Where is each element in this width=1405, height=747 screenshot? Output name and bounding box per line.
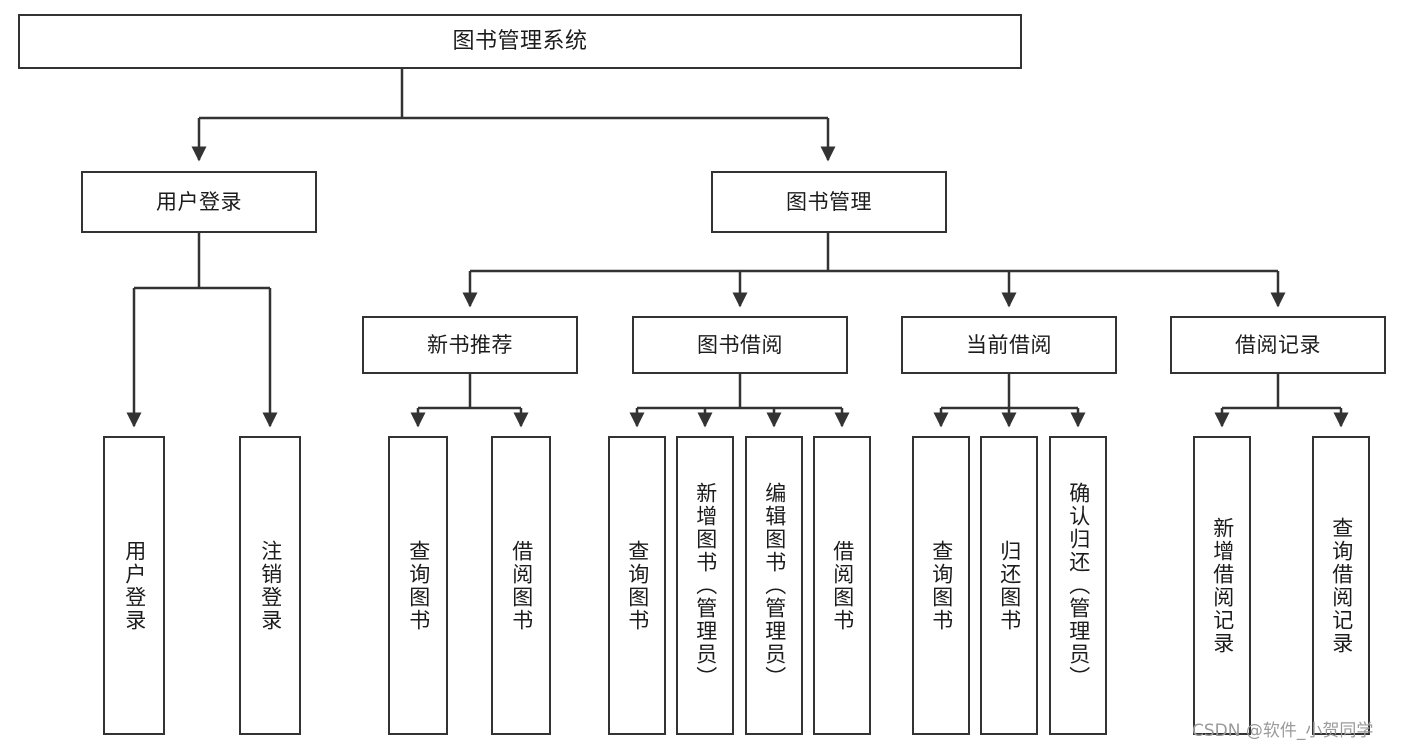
node-label: 图书管理系统 [452, 28, 588, 54]
node-label: 查询图书 [929, 539, 954, 632]
leaf-book-borrow-add[interactable]: 新增图书（管理员） [676, 436, 734, 735]
node-label: 当前借阅 [966, 332, 1052, 357]
node-label: 用户登录 [122, 539, 147, 632]
leaf-user-login-signin[interactable]: 用户登录 [103, 436, 165, 735]
node-label: 查询借阅记录 [1329, 516, 1354, 655]
node-book-management[interactable]: 图书管理 [711, 171, 947, 233]
node-user-login[interactable]: 用户登录 [81, 171, 317, 233]
leaf-current-borrow-query[interactable]: 查询图书 [912, 436, 970, 735]
leaf-book-borrow-borrow[interactable]: 借阅图书 [813, 436, 871, 735]
node-label: 新书推荐 [427, 332, 513, 357]
leaf-book-borrow-query[interactable]: 查询图书 [608, 436, 666, 735]
leaf-current-borrow-return[interactable]: 归还图书 [980, 436, 1038, 735]
node-label: 新增图书（管理员） [693, 482, 718, 689]
node-label: 图书借阅 [697, 332, 783, 357]
node-label: 借阅图书 [830, 539, 855, 632]
csdn-watermark: CSDN @软件_小贺同学 [1192, 721, 1374, 741]
node-label: 借阅记录 [1235, 332, 1321, 357]
node-label: 借阅图书 [509, 539, 534, 632]
node-borrow-records[interactable]: 借阅记录 [1170, 316, 1386, 374]
leaf-current-borrow-confirm-return[interactable]: 确认归还（管理员） [1049, 436, 1107, 735]
leaf-book-borrow-edit[interactable]: 编辑图书（管理员） [745, 436, 803, 735]
node-label: 编辑图书（管理员） [762, 482, 787, 689]
node-label: 查询图书 [406, 539, 431, 632]
node-label: 注销登录 [258, 539, 283, 632]
node-label: 查询图书 [625, 539, 650, 632]
leaf-borrow-records-query[interactable]: 查询借阅记录 [1312, 436, 1370, 735]
node-current-borrow[interactable]: 当前借阅 [901, 316, 1117, 374]
leaf-user-login-signout[interactable]: 注销登录 [239, 436, 301, 735]
node-label: 图书管理 [786, 189, 872, 214]
leaf-new-book-query[interactable]: 查询图书 [388, 436, 448, 735]
node-label: 确认归还（管理员） [1066, 482, 1091, 689]
node-label: 新增借阅记录 [1210, 516, 1235, 655]
node-new-book-recommend[interactable]: 新书推荐 [362, 316, 578, 374]
node-label: 归还图书 [997, 539, 1022, 632]
node-label: 用户登录 [156, 189, 242, 214]
node-book-borrow[interactable]: 图书借阅 [632, 316, 848, 374]
leaf-new-book-borrow[interactable]: 借阅图书 [491, 436, 551, 735]
leaf-borrow-records-add[interactable]: 新增借阅记录 [1193, 436, 1251, 735]
node-root-library-system[interactable]: 图书管理系统 [18, 14, 1022, 69]
